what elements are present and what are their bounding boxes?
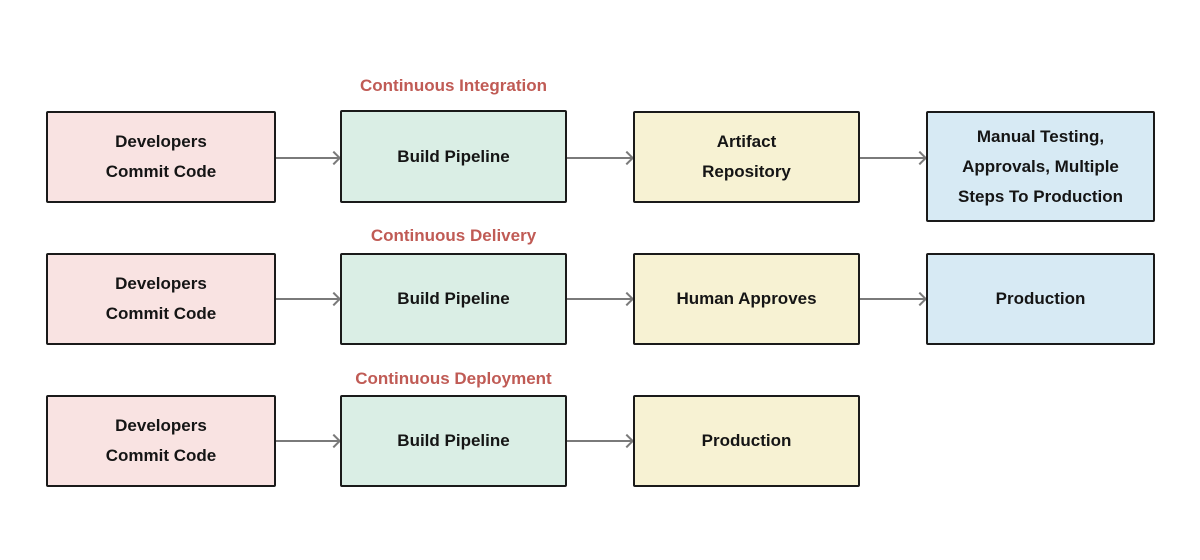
node-manual-testing-approvals: Manual Testing, Approvals, Multiple Step… [926,111,1155,222]
arrow-connector [276,298,340,300]
node-developers-commit-code-row3: Developers Commit Code [46,395,276,487]
arrow-connector [276,157,340,159]
node-label: Human Approves [676,289,817,308]
row-title-continuous-delivery: Continuous Delivery [370,226,537,245]
node-human-approves: Human Approves [633,253,860,345]
arrow-connector [276,440,340,442]
node-label: Build Pipeline [397,146,510,166]
arrow-connector [567,298,633,300]
node-label: Developers Commit Code [105,416,217,465]
node-production-row2: Production [926,253,1155,345]
row-title-continuous-integration: Continuous Integration [360,76,547,95]
arrow-connector [567,440,633,442]
node-label: Build Pipeline [397,431,510,450]
node-label: Developers Commit Code [105,274,217,323]
node-label: Production [701,431,792,450]
node-artifact-repository: Artifact Repository [633,111,860,203]
node-build-pipeline-row3: Build Pipeline [340,395,567,487]
node-label: Production [995,289,1086,308]
node-label: Manual Testing, Approvals, Multiple Step… [958,126,1123,206]
row-title-continuous-deployment: Continuous Deployment [355,369,552,388]
arrow-connector [860,157,926,159]
node-build-pipeline-row1: Build Pipeline [340,110,567,203]
node-label: Build Pipeline [397,289,510,308]
node-production-row3: Production [633,395,860,487]
node-label: Artifact Repository [702,132,791,181]
node-label: Developers Commit Code [105,132,217,181]
node-build-pipeline-row2: Build Pipeline [340,253,567,345]
node-developers-commit-code-row1: Developers Commit Code [46,111,276,203]
arrow-connector [567,157,633,159]
arrow-connector [860,298,926,300]
node-developers-commit-code-row2: Developers Commit Code [46,253,276,345]
